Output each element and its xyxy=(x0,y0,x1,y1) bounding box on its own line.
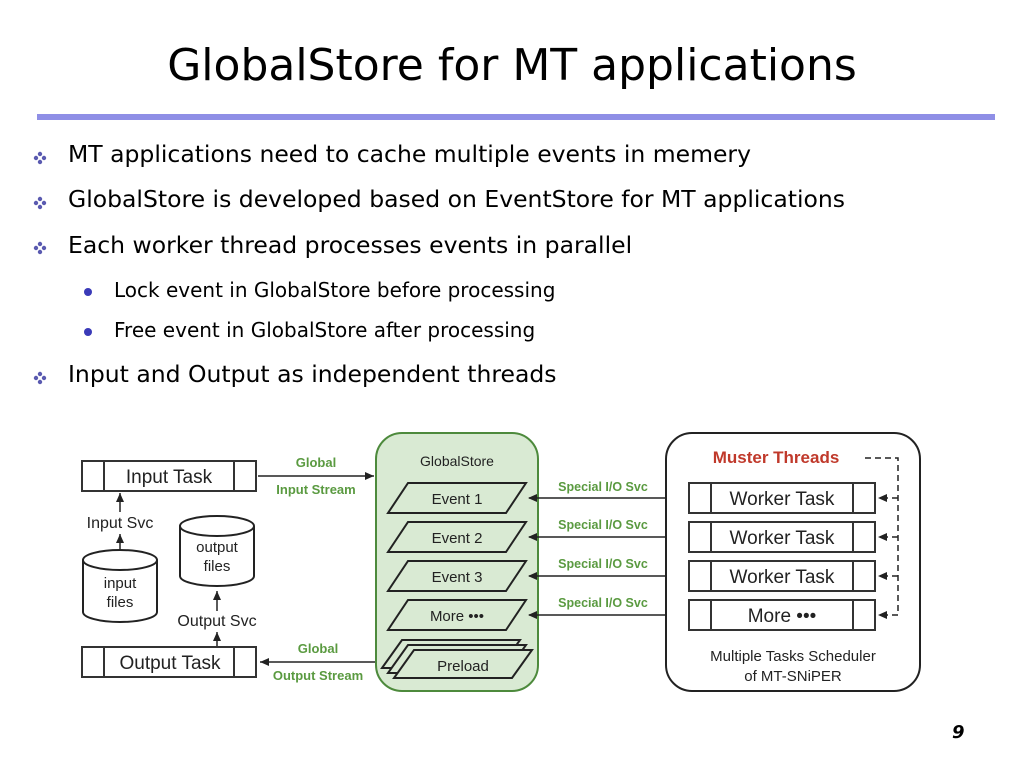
preload-label: Preload xyxy=(437,658,489,675)
bullet-1: MT applications need to cache multiple e… xyxy=(68,140,752,168)
sub-bullet-1: Lock event in GlobalStore before process… xyxy=(114,278,556,302)
diamond-bullet-icon xyxy=(33,196,47,210)
output-task-box: Output Task xyxy=(81,646,257,678)
output-svc-label: Output Svc xyxy=(177,613,256,630)
event-more-label: More ••• xyxy=(430,608,484,625)
page-number: 9 xyxy=(952,722,965,743)
special-io-label: Special I/O Svc xyxy=(558,518,648,532)
worker-task-2: Worker Task xyxy=(688,521,876,553)
output-files-label-2: files xyxy=(204,558,231,575)
output-task-label: Output Task xyxy=(119,653,221,674)
bullet-4: Input and Output as independent threads xyxy=(68,360,557,388)
event-3: Event 3 xyxy=(386,560,528,592)
dot-bullet-icon xyxy=(84,288,92,296)
slide-title: GlobalStore for MT applications xyxy=(167,40,857,91)
globalstore-label: GlobalStore xyxy=(420,453,494,469)
output-files-cylinder: output files xyxy=(179,515,255,587)
special-io-label: Special I/O Svc xyxy=(558,480,648,494)
worker-task-more: More ••• xyxy=(688,599,876,631)
special-io-4: Special I/O Svc xyxy=(528,596,685,619)
event-more: More ••• xyxy=(386,599,528,631)
worker-task-label: Worker Task xyxy=(730,489,835,510)
special-io-1: Special I/O Svc xyxy=(528,480,685,502)
diamond-bullet-icon xyxy=(33,371,47,385)
bullet-3: Each worker thread processes events in p… xyxy=(68,231,633,259)
scheduler-label-1: Multiple Tasks Scheduler xyxy=(710,648,876,665)
output-files-label-1: output xyxy=(196,539,239,556)
worker-task-3: Worker Task xyxy=(688,560,876,592)
diamond-bullet-icon xyxy=(33,151,47,165)
title-divider xyxy=(37,114,995,120)
event-2: Event 2 xyxy=(386,521,528,553)
special-io-3: Special I/O Svc xyxy=(528,557,685,580)
worker-task-label: Worker Task xyxy=(730,567,835,588)
event-1-label: Event 1 xyxy=(432,491,483,508)
input-files-label-1: input xyxy=(104,575,137,592)
global-input-label-1: Global xyxy=(296,455,336,470)
input-svc-label: Input Svc xyxy=(87,515,154,532)
global-output-label-1: Global xyxy=(298,641,338,656)
worker-task-1: Worker Task xyxy=(688,482,876,514)
input-task-label: Input Task xyxy=(126,467,213,488)
global-input-label-2: Input Stream xyxy=(276,482,355,497)
special-io-2: Special I/O Svc xyxy=(528,518,685,541)
diamond-bullet-icon xyxy=(33,241,47,255)
dot-bullet-icon xyxy=(84,328,92,336)
global-output-label-2: Output Stream xyxy=(273,668,363,683)
scheduler-dashed-line xyxy=(865,457,899,619)
input-task-box: Input Task xyxy=(81,460,257,492)
worker-task-label: Worker Task xyxy=(730,528,835,549)
event-1: Event 1 xyxy=(386,482,528,514)
special-io-label: Special I/O Svc xyxy=(558,557,648,571)
sub-bullet-2: Free event in GlobalStore after processi… xyxy=(114,318,536,342)
event-2-label: Event 2 xyxy=(432,530,483,547)
scheduler-label-2: of MT-SNiPER xyxy=(744,668,842,685)
input-files-cylinder: input files xyxy=(82,549,158,623)
worker-task-label: More ••• xyxy=(748,606,817,627)
preload-stack: Preload xyxy=(380,639,534,679)
muster-threads-label: Muster Threads xyxy=(713,448,840,467)
event-3-label: Event 3 xyxy=(432,569,483,586)
input-files-label-2: files xyxy=(107,594,134,611)
special-io-label: Special I/O Svc xyxy=(558,596,648,610)
bullet-2: GlobalStore is developed based on EventS… xyxy=(68,185,846,213)
